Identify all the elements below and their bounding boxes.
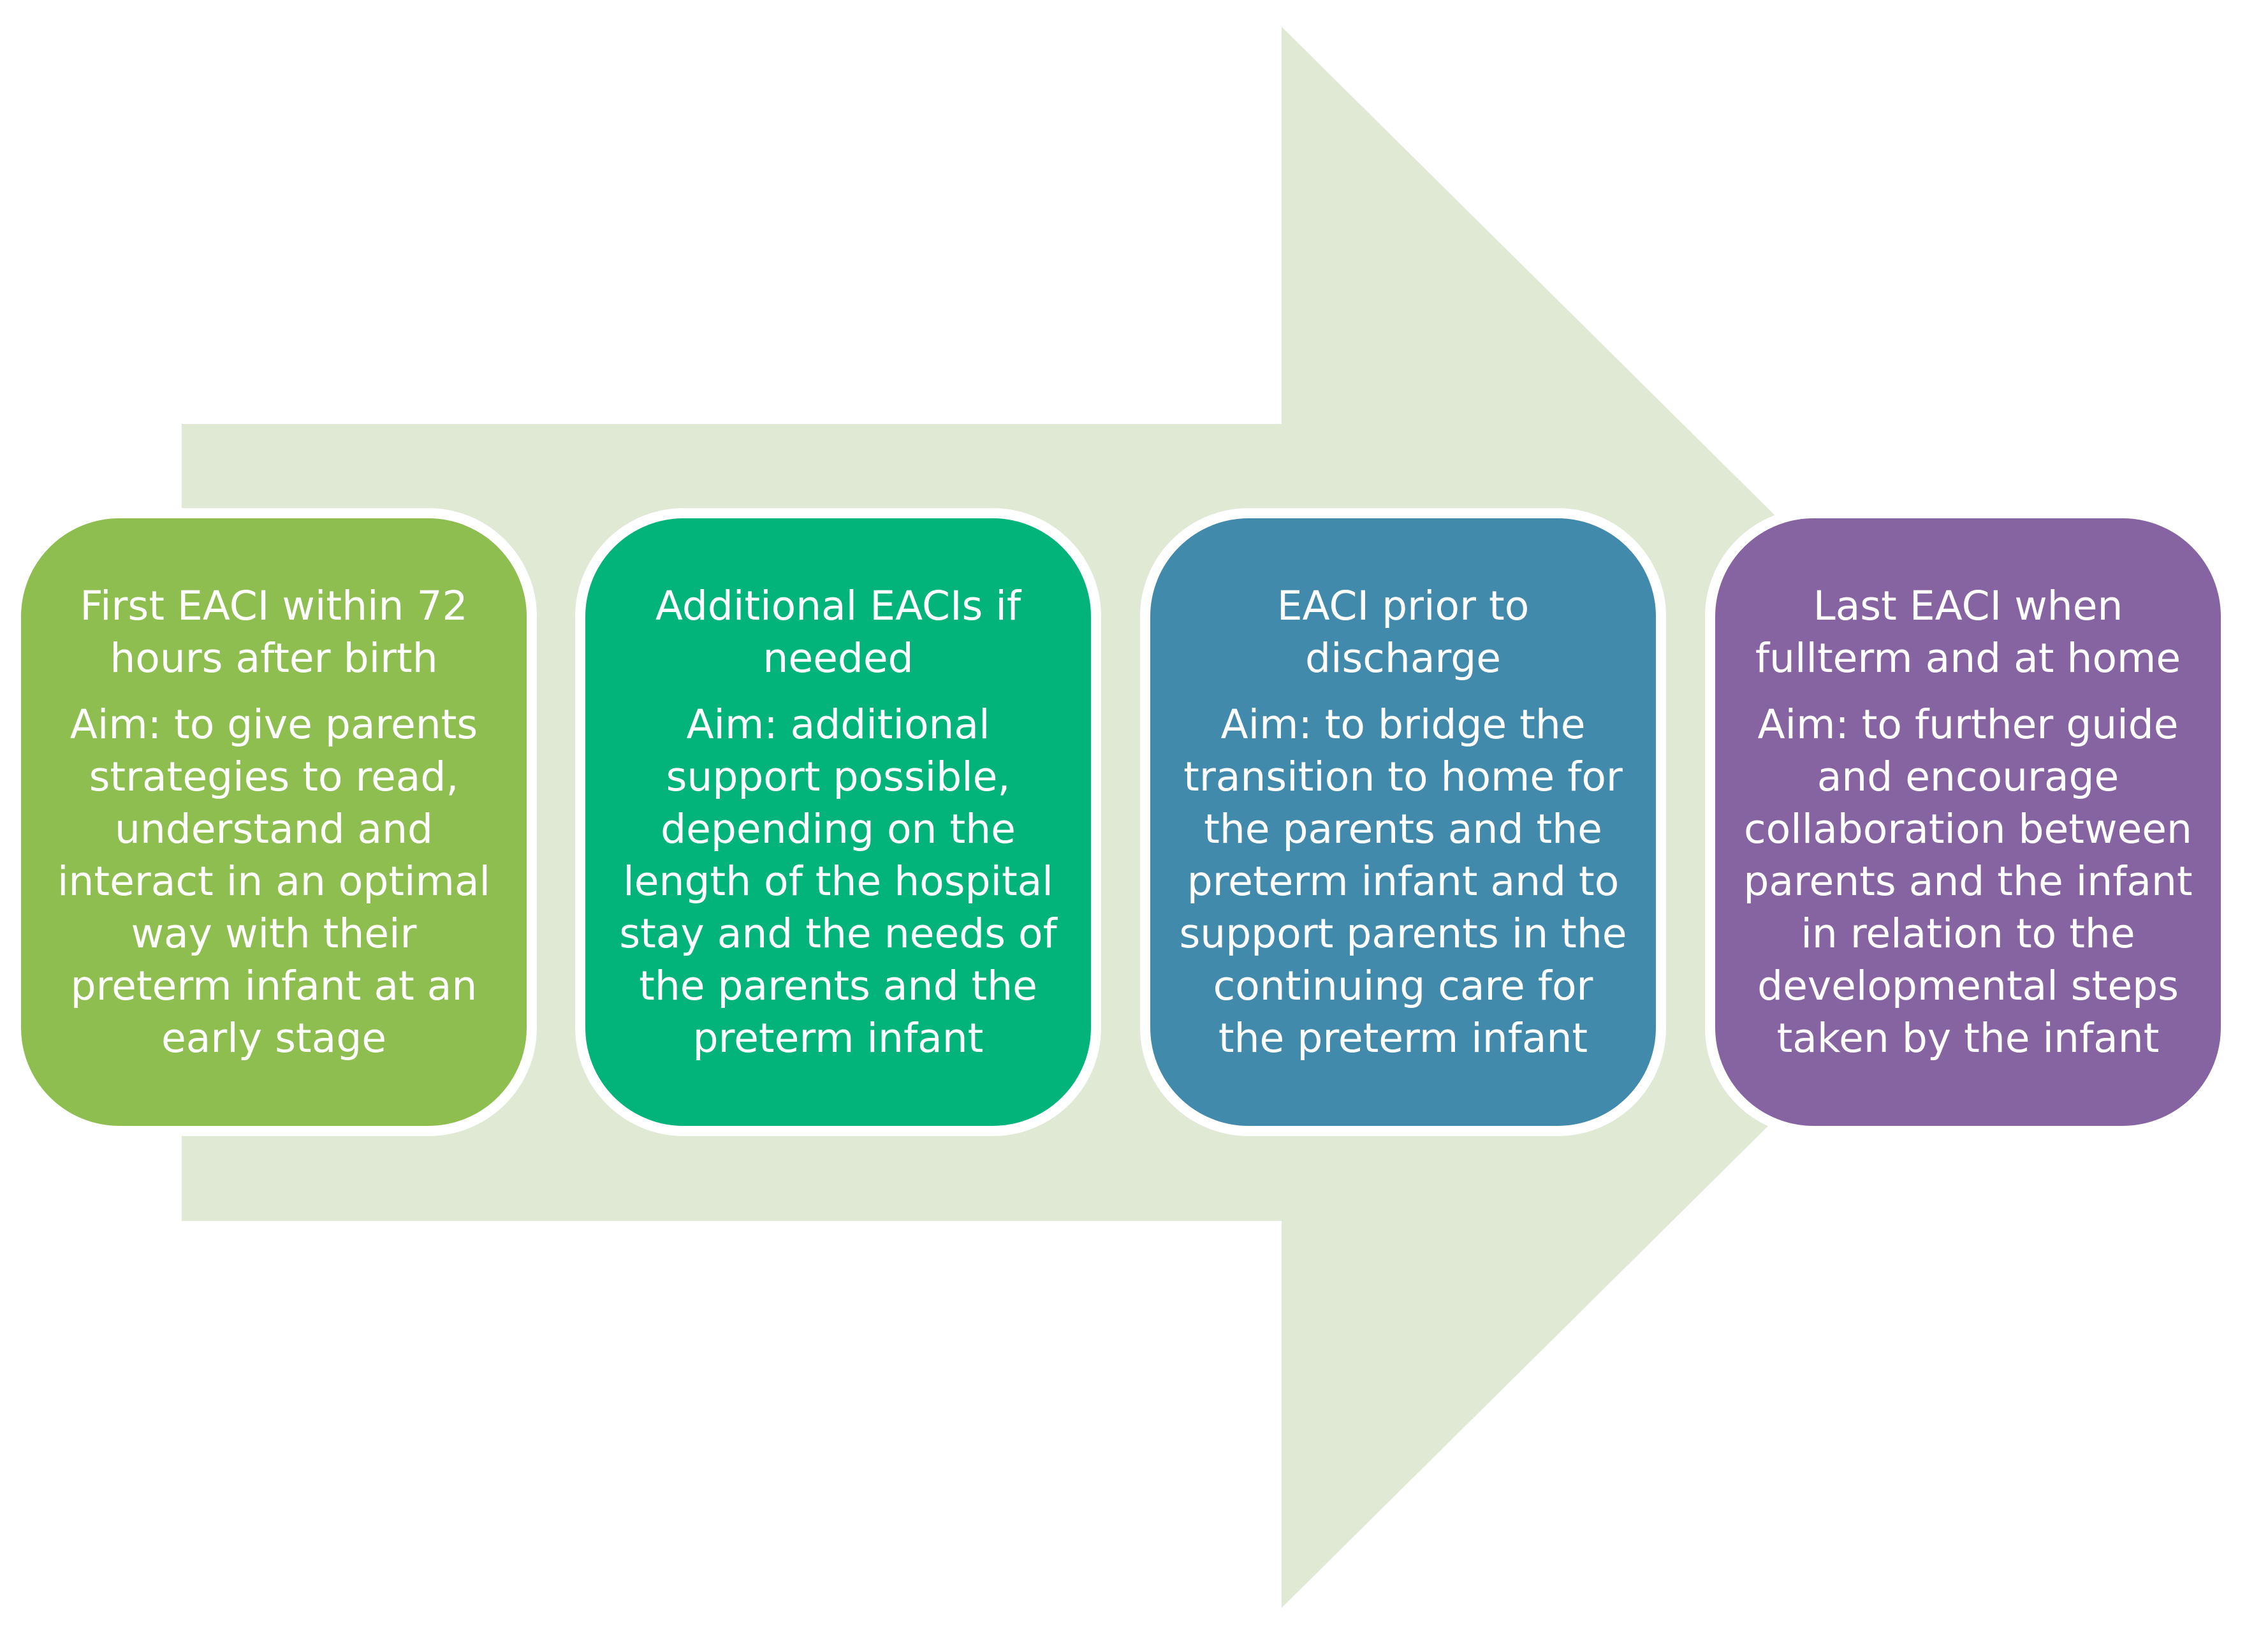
step-eaci-prior-to-discharge: EACI prior to discharge Aim: to bridge t… — [1140, 508, 1666, 1136]
step-title: Additional EACIs if needed — [655, 582, 1021, 682]
step-title: EACI prior to discharge — [1277, 582, 1530, 682]
step-first-eaci: First EACI within 72 hours after birth A… — [11, 508, 537, 1136]
step-aim: Aim: to further guide and encourage coll… — [1743, 701, 2193, 1061]
step-aim: Aim: to give parents strategies to read,… — [57, 701, 490, 1061]
step-aim: Aim: additional support possible, depend… — [619, 701, 1057, 1061]
step-additional-eacis: Additional EACIs if needed Aim: addition… — [575, 508, 1101, 1136]
step-last-eaci: Last EACI when fullterm and at home Aim:… — [1705, 508, 2231, 1136]
arrow-shape — [182, 27, 2080, 1608]
step-aim: Aim: to bridge the transition to home fo… — [1179, 701, 1627, 1061]
step-title: Last EACI when fullterm and at home — [1755, 582, 2181, 682]
step-title: First EACI within 72 hours after birth — [80, 582, 468, 682]
